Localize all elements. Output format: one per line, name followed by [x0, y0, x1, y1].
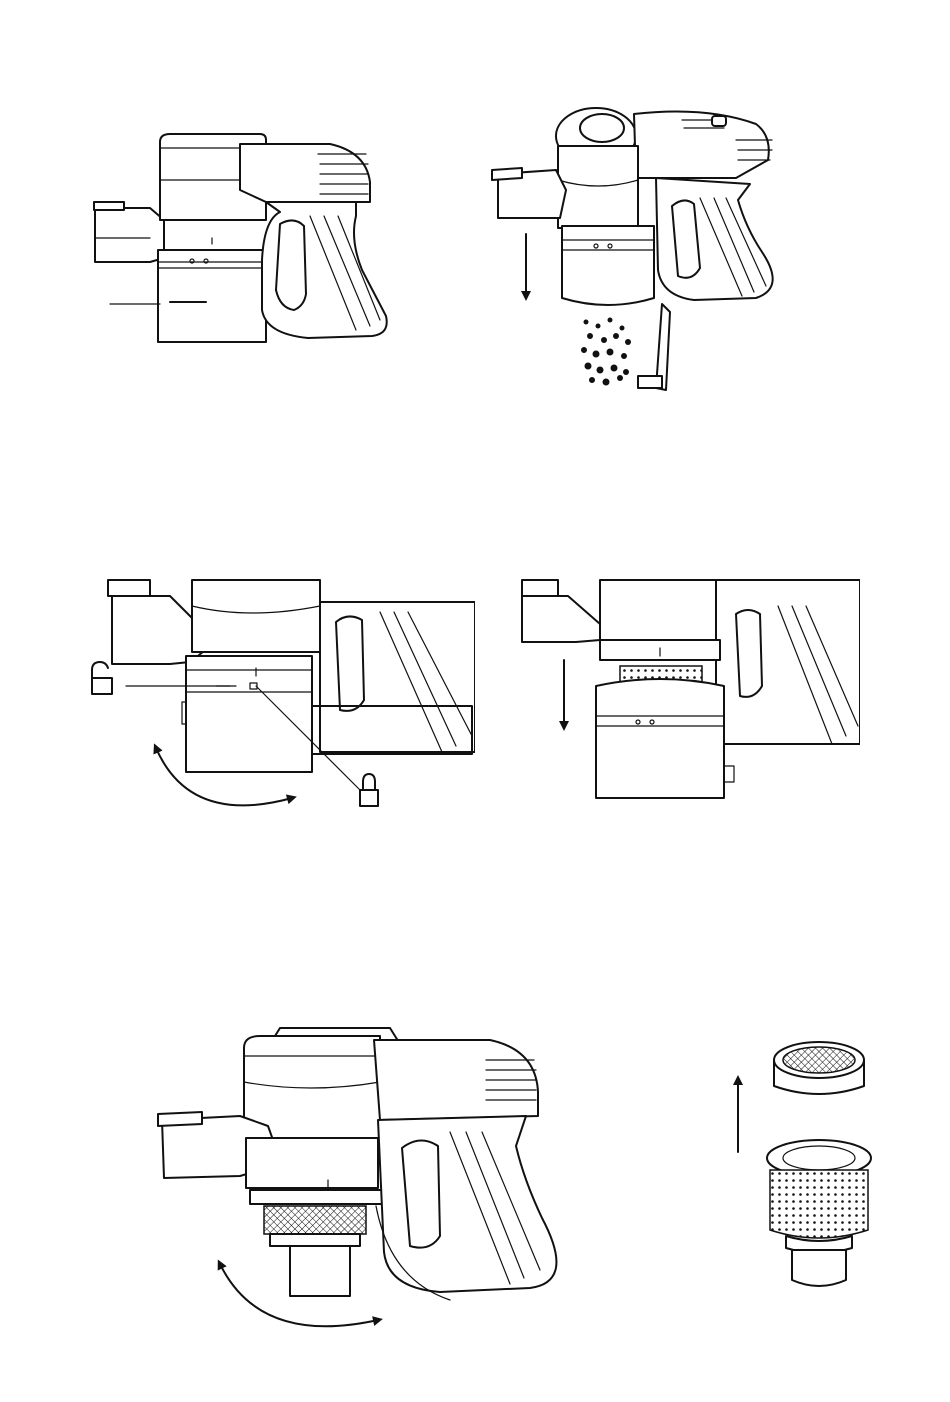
mesh-filter-disc — [774, 1042, 864, 1094]
panel-twist-unlock-bin — [80, 576, 475, 812]
unlock-icon — [92, 662, 112, 694]
empty-dust-bin-drawing — [486, 100, 806, 400]
panel-remove-bin — [516, 576, 860, 812]
filter-cartridge — [767, 1140, 871, 1286]
panel-twist-remove-filter — [150, 1020, 570, 1336]
separate-filter-drawing — [720, 1030, 880, 1300]
vacuum-side-view-drawing — [80, 120, 400, 350]
remove-bin-drawing — [516, 576, 860, 812]
lock-icon — [360, 774, 378, 806]
panel-empty-dust-bin — [486, 100, 806, 400]
panel-separate-filter — [720, 1030, 880, 1300]
panel-vacuum-side-view — [80, 120, 400, 350]
dust-particles — [581, 318, 631, 386]
twist-unlock-bin-drawing — [80, 576, 475, 812]
twist-remove-filter-drawing — [150, 1020, 570, 1336]
